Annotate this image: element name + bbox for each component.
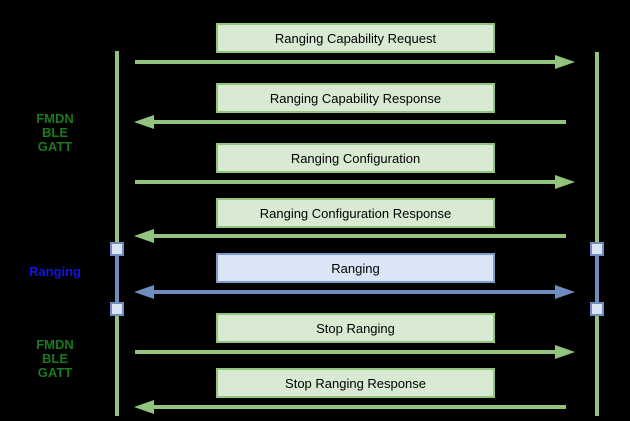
message-arrow-ranging [134, 285, 575, 299]
arrowhead-left-icon [134, 400, 154, 414]
section-label-line: GATT [37, 365, 73, 380]
activation-marker-right-top [590, 242, 604, 256]
arrow-shaft [150, 290, 559, 294]
section-label-line: FMDN [36, 111, 74, 126]
ranging-segment-left [115, 249, 119, 311]
arrow-shaft [135, 180, 559, 184]
arrow-shaft [150, 120, 566, 124]
arrowhead-right-icon [555, 285, 575, 299]
section-label-line: BLE [42, 125, 68, 140]
section-label-fmdn-ble-gatt-top: FMDN BLE GATT [10, 112, 100, 154]
section-label-ranging: Ranging [10, 265, 100, 279]
arrowhead-left-icon [134, 229, 154, 243]
section-label-line: FMDN [36, 337, 74, 352]
message-box-ranging: Ranging [216, 253, 495, 283]
arrow-shaft [150, 405, 566, 409]
message-arrow-ranging-capability-request [135, 55, 575, 69]
arrow-shaft [150, 234, 566, 238]
message-arrow-stop-ranging [135, 345, 575, 359]
section-label-line: BLE [42, 351, 68, 366]
activation-marker-left-top [110, 242, 124, 256]
message-box-ranging-configuration-response: Ranging Configuration Response [216, 198, 495, 228]
message-arrow-ranging-capability-response [134, 115, 566, 129]
arrow-shaft [135, 350, 559, 354]
ranging-segment-right [595, 249, 599, 311]
message-arrow-ranging-configuration [135, 175, 575, 189]
arrowhead-left-icon [134, 285, 154, 299]
message-box-ranging-configuration: Ranging Configuration [216, 143, 495, 173]
lifeline-left [115, 51, 119, 416]
message-box-stop-ranging: Stop Ranging [216, 313, 495, 343]
arrowhead-right-icon [555, 345, 575, 359]
section-label-line: Ranging [29, 264, 81, 279]
arrowhead-left-icon [134, 115, 154, 129]
message-box-ranging-capability-request: Ranging Capability Request [216, 23, 495, 53]
lifeline-right [595, 52, 599, 416]
message-arrow-stop-ranging-response [134, 400, 566, 414]
arrow-shaft [135, 60, 559, 64]
activation-marker-left-bottom [110, 302, 124, 316]
message-box-stop-ranging-response: Stop Ranging Response [216, 368, 495, 398]
section-label-line: GATT [37, 139, 73, 154]
arrowhead-right-icon [555, 175, 575, 189]
section-label-fmdn-ble-gatt-bottom: FMDN BLE GATT [10, 338, 100, 380]
message-arrow-ranging-configuration-response [134, 229, 566, 243]
activation-marker-right-bottom [590, 302, 604, 316]
arrowhead-right-icon [555, 55, 575, 69]
message-box-ranging-capability-response: Ranging Capability Response [216, 83, 495, 113]
